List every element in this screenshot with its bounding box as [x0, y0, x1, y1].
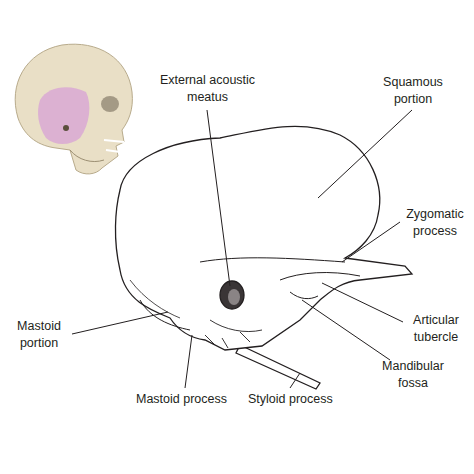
skull-inset [15, 44, 132, 174]
part-label: Articular tubercle [404, 312, 468, 346]
leader-lines [72, 110, 412, 388]
part-label: Mastoid process [136, 391, 227, 408]
part-label: External acoustic meatus [150, 72, 265, 106]
part-label: Styloid process [248, 391, 333, 408]
part-label: Squamous portion [377, 74, 449, 108]
temporal-bone [115, 126, 412, 389]
part-label: Zygomatic process [402, 206, 468, 240]
part-label: Mandibular fossa [376, 358, 450, 392]
part-label: Mastoid portion [8, 318, 70, 352]
